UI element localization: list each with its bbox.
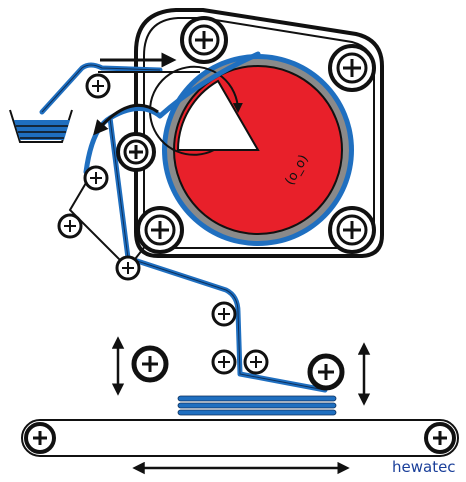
roller-cross-icon <box>136 206 184 254</box>
rollers <box>57 16 376 391</box>
roller-cross-icon <box>328 44 376 92</box>
lower-drive-belt <box>68 165 151 270</box>
conveyor-belt <box>21 419 459 457</box>
roller-cross-icon <box>307 353 345 391</box>
fleece-stack <box>177 395 337 416</box>
feed-trough <box>9 109 73 143</box>
curved-arrow-icon <box>93 103 159 136</box>
roller-cross-icon <box>131 345 169 383</box>
drum: (o_o) <box>149 54 354 246</box>
yarn-path-outline <box>41 64 326 391</box>
roller-small-icon <box>211 301 237 327</box>
brand-label: hewatec <box>392 458 456 476</box>
roller-small-icon <box>243 349 269 375</box>
roller-cross-icon <box>24 422 56 454</box>
drum-rotation-arrow-icon <box>149 65 243 156</box>
roller-cross-icon <box>424 422 456 454</box>
roller-small-icon <box>115 255 141 281</box>
roller-cross-icon <box>180 16 228 64</box>
roller-cross-icon <box>116 132 156 172</box>
roller-small-icon <box>85 73 111 99</box>
roller-small-icon <box>83 165 109 191</box>
roller-small-icon <box>57 213 83 239</box>
drum-sector <box>176 79 260 151</box>
roller-cross-icon <box>328 206 376 254</box>
roller-small-icon <box>211 349 237 375</box>
